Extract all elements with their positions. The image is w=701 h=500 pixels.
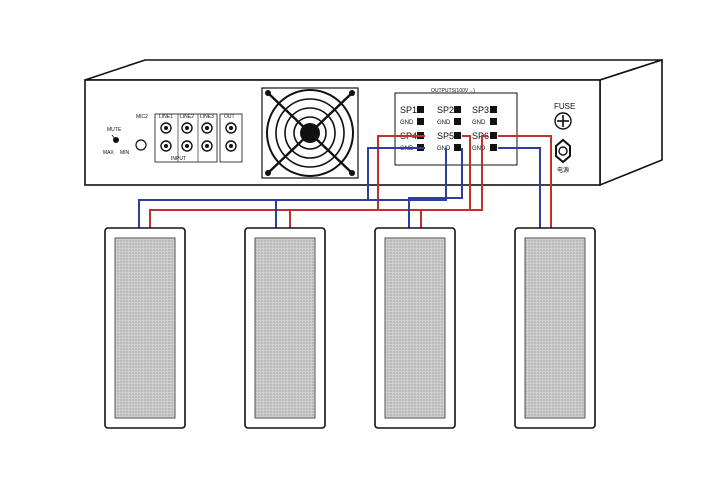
gnd2-terminal[interactable] bbox=[454, 118, 461, 125]
gnd1-terminal[interactable] bbox=[417, 118, 424, 125]
column-speaker-1 bbox=[104, 227, 186, 429]
sp5-label: SP5 bbox=[437, 131, 454, 141]
sp6-label: SP6 bbox=[472, 131, 489, 141]
line3-jacks[interactable] bbox=[201, 122, 213, 152]
sp1-terminal[interactable] bbox=[417, 106, 424, 113]
max-label: MAX bbox=[103, 150, 115, 156]
gnd3-terminal[interactable] bbox=[490, 118, 497, 125]
gnd6-label: GND bbox=[472, 146, 486, 152]
gnd2-label: GND bbox=[437, 120, 451, 126]
signal-wire-speaker-3 bbox=[420, 135, 488, 228]
input-label: INPUT bbox=[171, 156, 186, 162]
line1-jacks[interactable] bbox=[160, 122, 172, 152]
column-speaker-2 bbox=[244, 227, 326, 429]
speaker-grille bbox=[254, 237, 316, 419]
out-jacks[interactable] bbox=[225, 122, 237, 152]
ground-wire-speaker-2 bbox=[275, 148, 447, 228]
gnd5-label: GND bbox=[437, 146, 451, 152]
line2-label: LINE2 bbox=[180, 114, 194, 120]
speaker-wiring bbox=[138, 135, 552, 228]
output-terminal-block: OUTPUTS(100V→) SP1 GND SP2 GND SP3 GND S… bbox=[394, 88, 518, 166]
column-speaker-4 bbox=[514, 227, 596, 429]
ground-wire-speaker-3 bbox=[408, 148, 463, 228]
sp1-label: SP1 bbox=[400, 105, 417, 115]
speaker-grille bbox=[114, 237, 176, 419]
gnd3-label: GND bbox=[472, 120, 486, 126]
amplifier-unit: MUTE MAX MIN MIC2 LINE1 LINE2 LINE3 bbox=[84, 58, 663, 187]
sp6-terminal[interactable] bbox=[490, 132, 497, 139]
outputs-title: OUTPUTS(100V→) bbox=[431, 88, 475, 94]
sp2-label: SP2 bbox=[437, 105, 454, 115]
gnd5-terminal[interactable] bbox=[454, 144, 461, 151]
column-speakers bbox=[104, 227, 596, 429]
mute-label: MUTE bbox=[107, 127, 122, 133]
input-panel: MUTE MAX MIN MIC2 LINE1 LINE2 LINE3 bbox=[103, 113, 243, 163]
sp5-terminal[interactable] bbox=[454, 132, 461, 139]
gnd1-label: GND bbox=[400, 120, 414, 126]
sp3-terminal[interactable] bbox=[490, 106, 497, 113]
gnd6-terminal[interactable] bbox=[490, 144, 497, 151]
power-connector[interactable]: 电源 bbox=[555, 138, 571, 174]
mic-label: MIC2 bbox=[136, 114, 148, 120]
power-label: 电源 bbox=[557, 166, 569, 174]
sp2-terminal[interactable] bbox=[454, 106, 461, 113]
speaker-grille bbox=[384, 237, 446, 419]
amplifier-top-face bbox=[84, 59, 663, 81]
out-label: OUT bbox=[224, 114, 235, 120]
sp3-label: SP3 bbox=[472, 105, 489, 115]
ground-wire-speaker-4 bbox=[498, 147, 541, 228]
speaker-grille bbox=[524, 237, 586, 419]
amplifier-side-face bbox=[599, 58, 663, 187]
line2-jacks[interactable] bbox=[181, 122, 193, 152]
min-label: MIN bbox=[120, 150, 130, 156]
mic-jack[interactable] bbox=[135, 139, 147, 151]
line1-label: LINE1 bbox=[159, 114, 173, 120]
column-speaker-3 bbox=[374, 227, 456, 429]
fuse-holder[interactable]: FUSE bbox=[554, 102, 575, 130]
line3-label: LINE3 bbox=[200, 114, 214, 120]
cooling-fan bbox=[261, 87, 359, 179]
signal-wire-speaker-4 bbox=[498, 135, 552, 228]
fuse-label: FUSE bbox=[554, 102, 575, 111]
